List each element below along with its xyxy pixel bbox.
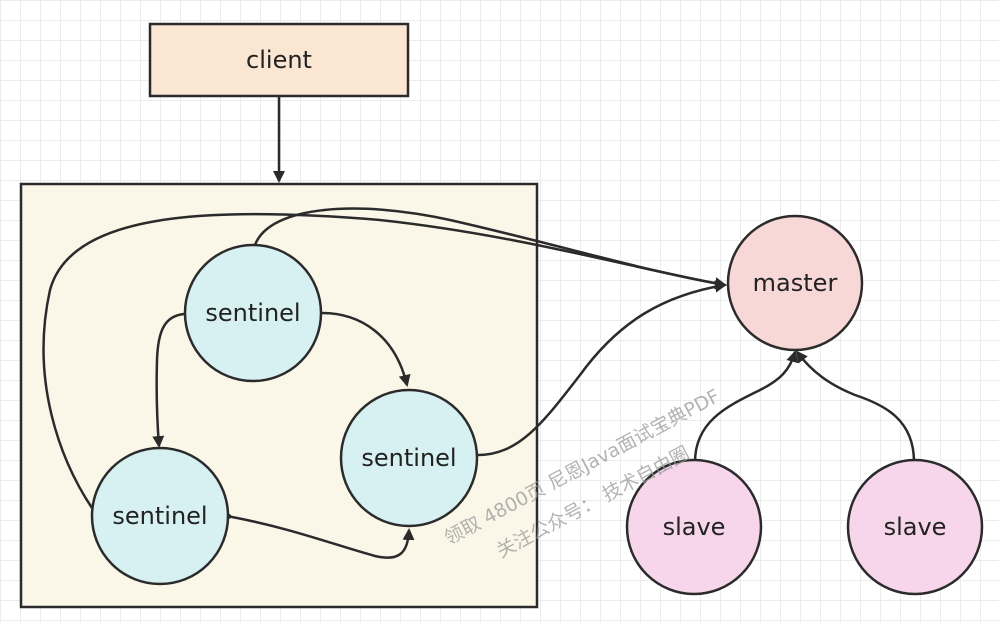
master-label: master	[753, 269, 838, 297]
master-node	[726, 214, 864, 352]
edge-sentinel-top-right	[311, 306, 411, 387]
client-label: client	[246, 46, 312, 74]
sentinel-left-label: sentinel	[112, 502, 207, 530]
slave-1-node	[625, 458, 763, 596]
sentinel-left-node	[90, 446, 230, 586]
edge-sentinel-left-right	[221, 509, 415, 559]
sentinel-top-label: sentinel	[205, 299, 300, 327]
slave-2-label: slave	[884, 513, 947, 541]
sentinel-top-node	[183, 243, 323, 383]
edge-slave1-to-master	[693, 350, 799, 463]
slave-2-node	[846, 458, 984, 596]
edge-slave2-to-master	[795, 350, 916, 463]
sentinel-right-node	[339, 388, 479, 528]
edge-sentinel-left-to-master	[42, 212, 727, 509]
edge-sentinel-right-to-master	[477, 280, 727, 457]
client-box	[148, 22, 410, 98]
edge-sentinel-top-left	[152, 306, 195, 448]
sentinel-right-label: sentinel	[361, 444, 456, 472]
slave-1-label: slave	[663, 513, 726, 541]
